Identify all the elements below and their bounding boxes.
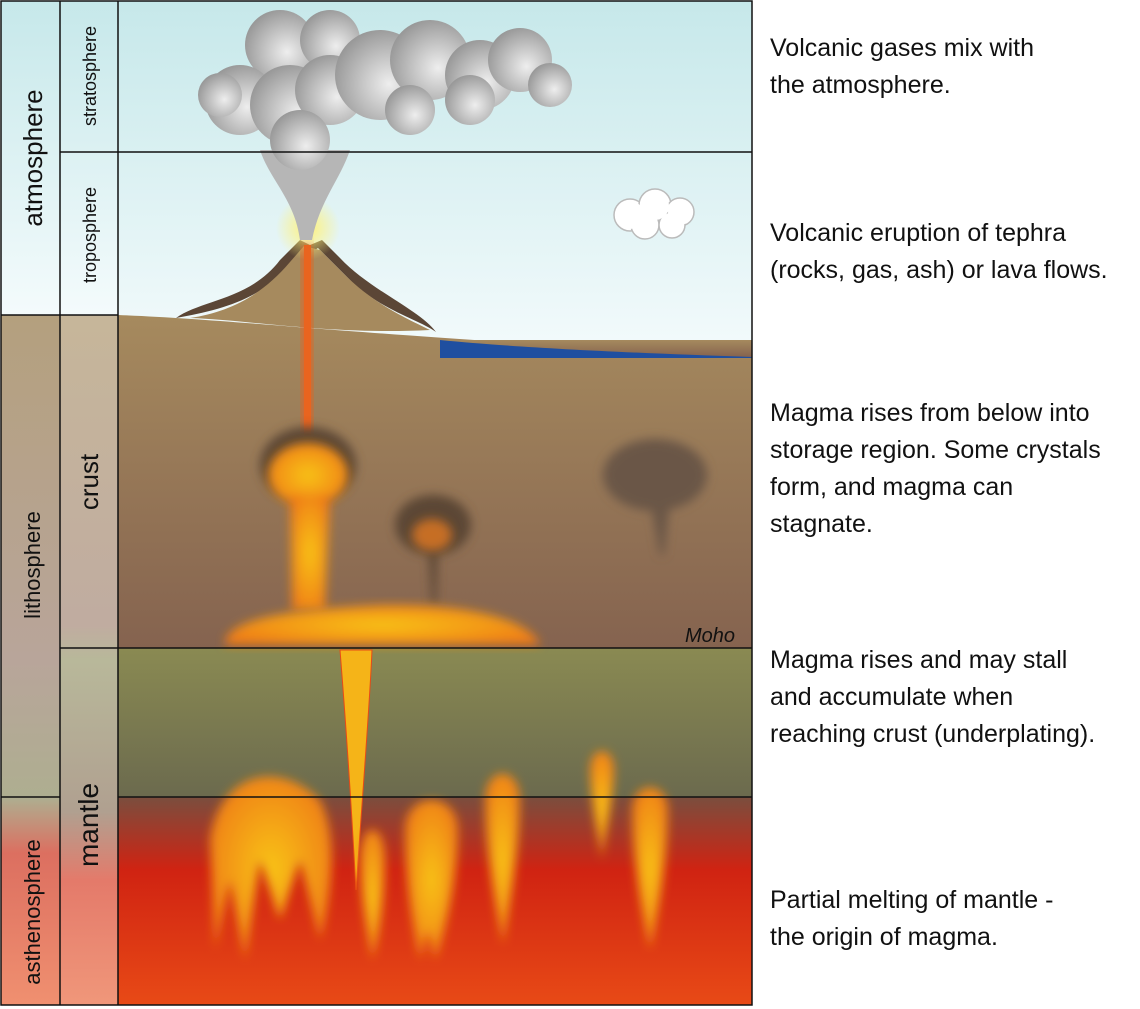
lithosphere-label: lithosphere [20,511,45,619]
mantle-label: mantle [73,783,104,867]
upper-mantle-region [118,648,752,798]
ash-column [260,150,350,240]
magma-chamber [268,443,452,610]
atmosphere-label: atmosphere [18,89,48,226]
description-line: the origin of magma. [770,923,998,951]
stratosphere-label: stratosphere [80,26,100,126]
crust-region [118,315,752,648]
underplating-sill [225,604,540,645]
description-eruption: Volcanic eruption of tephra (rocks, gas,… [770,215,1140,289]
asthenosphere-label: asthenosphere [20,839,45,985]
description-line: storage region. Some crystals [770,436,1101,464]
description-line: Magma rises and may stall [770,646,1068,674]
crust-mantle-band [60,315,118,1005]
description-line: the atmosphere. [770,71,951,99]
description-gases: Volcanic gases mix with the atmosphere. [770,30,1140,104]
description-line: and accumulate when [770,683,1014,711]
feeder-dike [339,649,373,891]
description-line: Partial melting of mantle - [770,886,1054,914]
ash-cloud [198,10,572,170]
description-line: Volcanic eruption of tephra [770,219,1067,247]
moho-label: Moho [685,625,735,647]
atmosphere-band [1,1,60,315]
layer-boundaries [0,0,753,1006]
description-underplating: Magma rises and may stall and accumulate… [770,642,1140,753]
description-line: reaching crust (underplating). [770,720,1096,748]
description-line: (rocks, gas, ash) or lava flows. [770,256,1108,284]
partial-melt-plumes [210,751,668,960]
lithosphere-asthenosphere-band [1,315,60,1005]
description-line: stagnate. [770,510,873,538]
troposphere-label: troposphere [80,187,100,283]
description-line: form, and magma can [770,473,1014,501]
description-partial-melting: Partial melting of mantle - the origin o… [770,882,1140,956]
description-line: Magma rises from below into [770,399,1090,427]
crust-label: crust [74,453,104,510]
description-line: Volcanic gases mix with [770,34,1035,62]
description-storage: Magma rises from below into storage regi… [770,395,1140,543]
